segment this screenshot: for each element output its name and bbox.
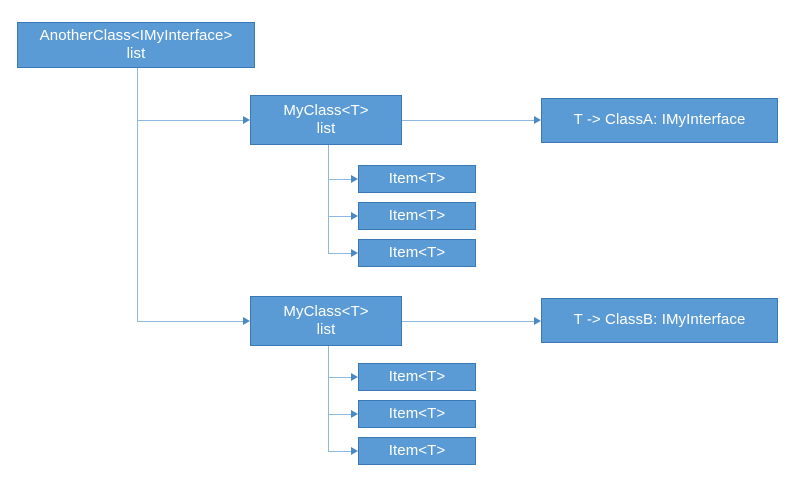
arrowhead-item-b1 [351,373,358,381]
arrowhead-item-a1 [351,175,358,183]
node-type-mapping-classa[interactable]: T -> ClassA: IMyInterface [541,98,778,143]
arrowhead-myclass-b-to-map-b [534,317,541,325]
arrowhead-myclass-a-to-map-a [534,116,541,124]
connector-root-to-myclass-b [137,321,244,322]
node-item-a2[interactable]: Item<T> [358,202,476,230]
arrowhead-item-b2 [351,410,358,418]
connector-myclass-a-items-trunk [328,145,329,253]
connector-myclass-b-items-trunk [328,346,329,451]
connector-myclass-a-to-map-a [402,120,535,121]
connector-myclass-b-to-item-b2 [328,414,352,415]
node-type-mapping-classb[interactable]: T -> ClassB: IMyInterface [541,298,778,343]
arrowhead-item-b3 [351,447,358,455]
node-myclass-a[interactable]: MyClass<T> list [250,95,402,145]
node-item-b3[interactable]: Item<T> [358,437,476,465]
connector-myclass-b-to-item-b3 [328,451,352,452]
connector-myclass-b-to-map-b [402,321,535,322]
connector-myclass-a-to-item-a1 [328,179,352,180]
node-myclass-b[interactable]: MyClass<T> list [250,296,402,346]
node-item-a1[interactable]: Item<T> [358,165,476,193]
connector-myclass-a-to-item-a2 [328,216,352,217]
arrowhead-root-to-myclass-a [243,116,250,124]
arrowhead-item-a2 [351,212,358,220]
connector-myclass-a-to-item-a3 [328,253,352,254]
connector-myclass-b-to-item-b1 [328,377,352,378]
node-anotherclass[interactable]: AnotherClass<IMyInterface> list [17,22,255,68]
node-item-a3[interactable]: Item<T> [358,239,476,267]
node-item-b1[interactable]: Item<T> [358,363,476,391]
arrowhead-root-to-myclass-b [243,317,250,325]
connector-root-trunk [137,68,138,321]
arrowhead-item-a3 [351,249,358,257]
connector-root-to-myclass-a [137,120,244,121]
node-item-b2[interactable]: Item<T> [358,400,476,428]
